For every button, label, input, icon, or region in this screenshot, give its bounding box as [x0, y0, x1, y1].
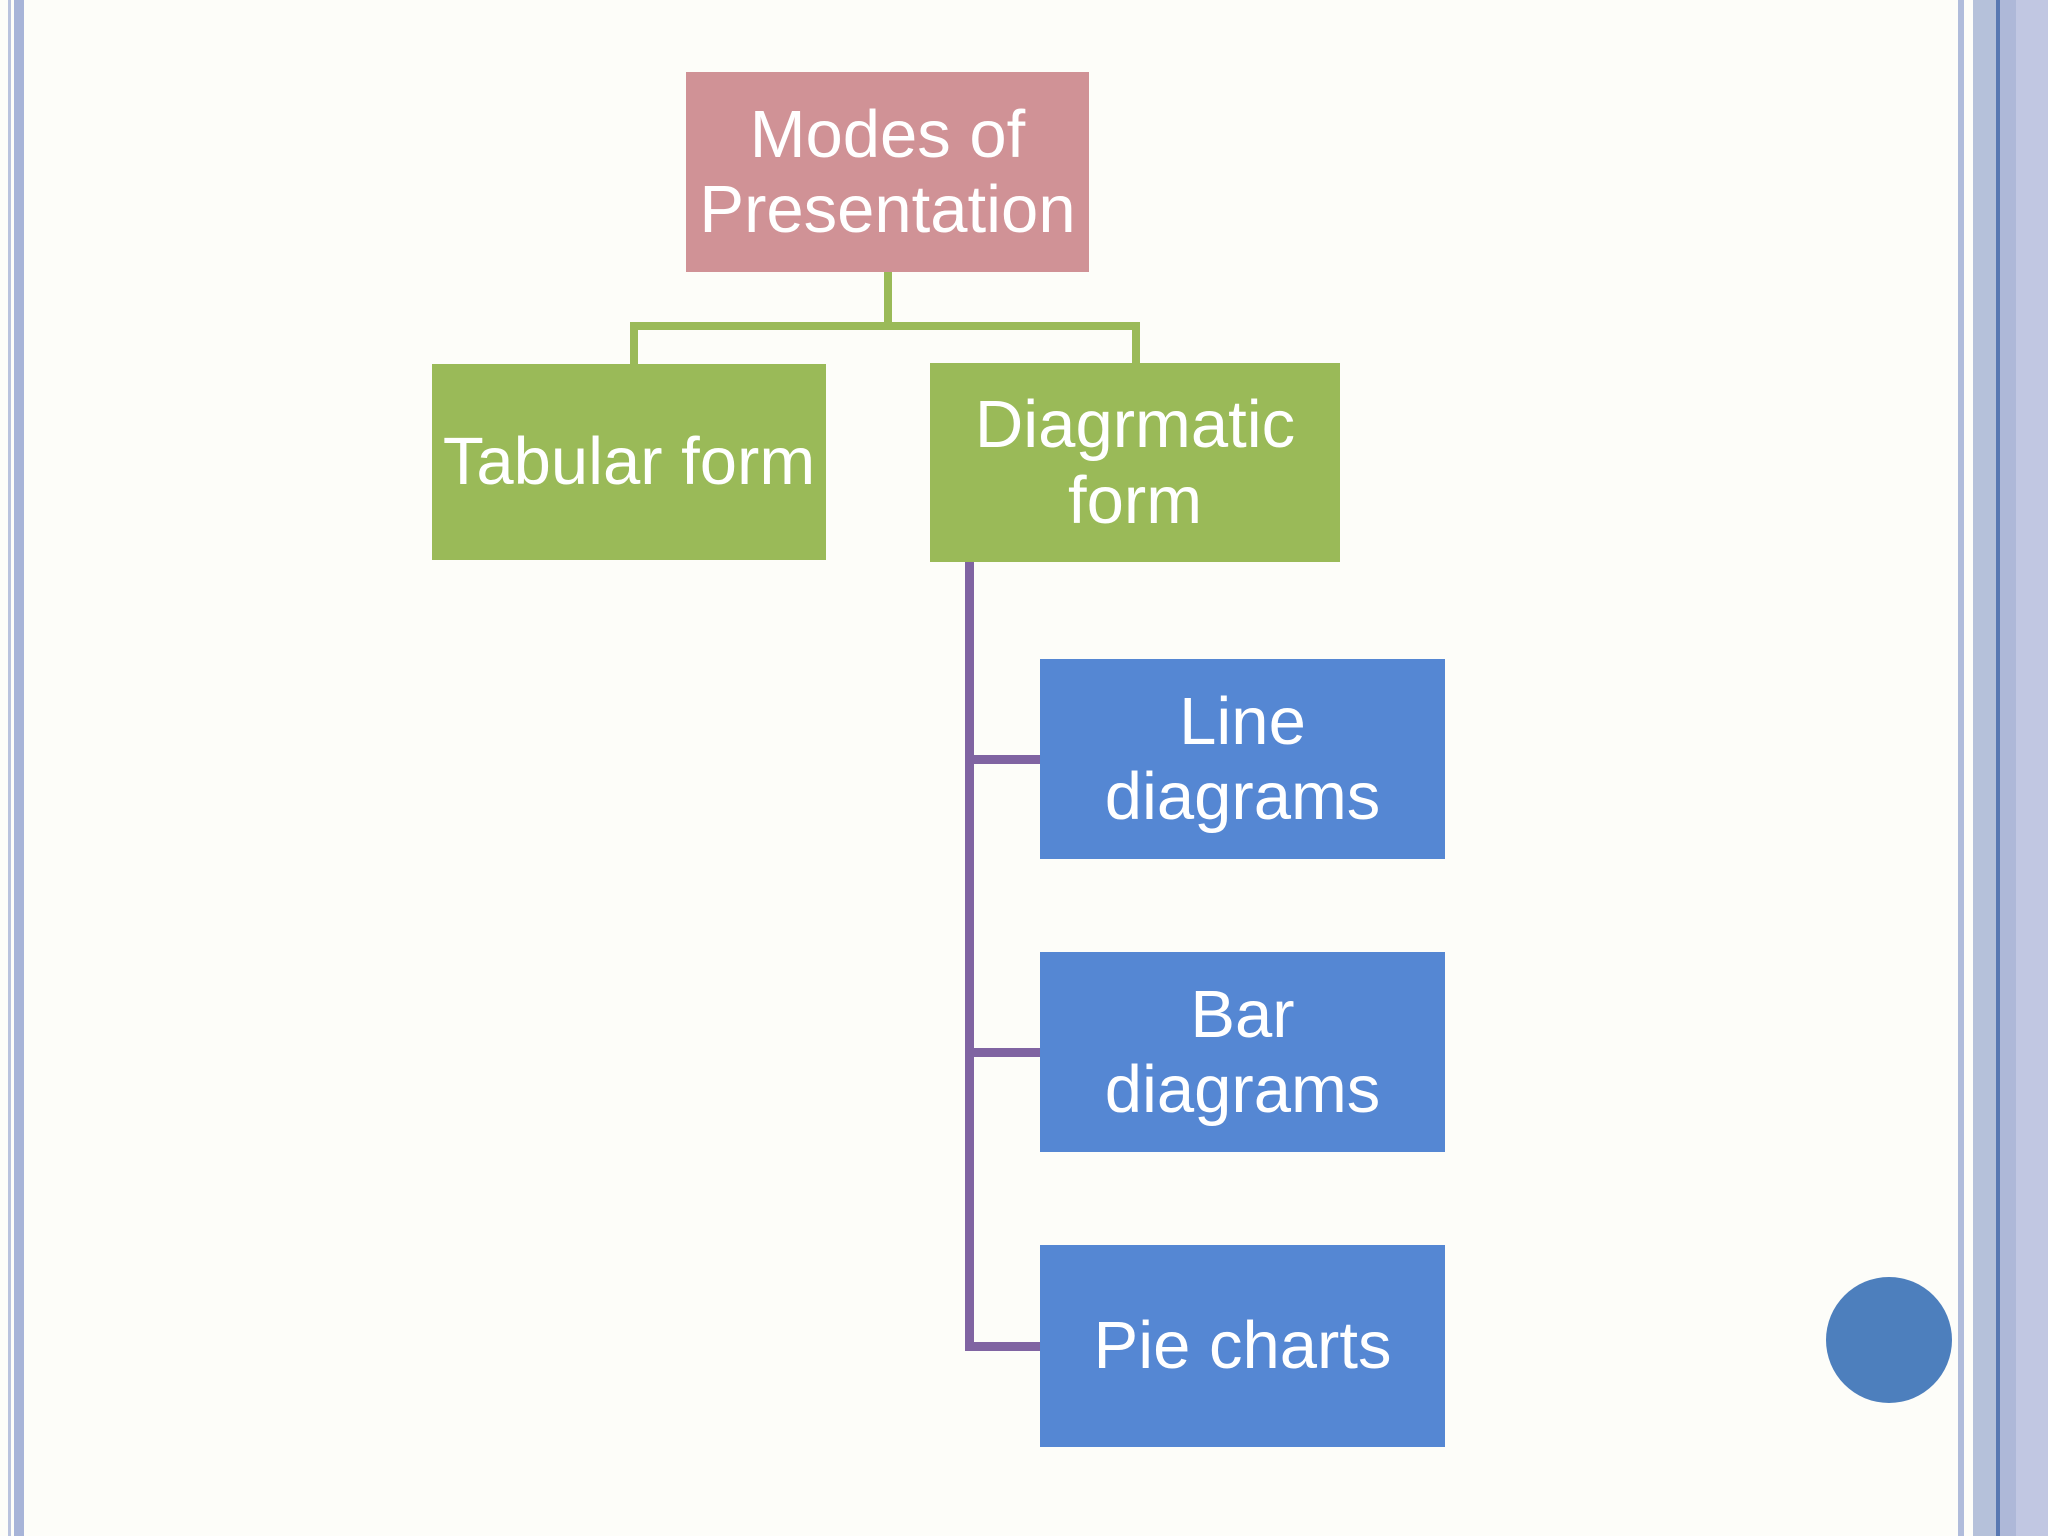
connector-root-crossbar	[630, 322, 1140, 330]
connector-drop-diagrmatic	[1132, 322, 1140, 363]
frame-left-stripe-thick	[14, 0, 24, 1536]
connector-stub-bar-diagrams	[965, 1048, 1040, 1057]
node-label-line: form	[1068, 462, 1202, 538]
node-label-line: Presentation	[699, 172, 1076, 247]
node-label-line: Pie charts	[1093, 1308, 1392, 1384]
node-label-line: Line	[1179, 683, 1306, 759]
frame-right-accent-line	[1996, 0, 2000, 1536]
node-label-line: Tabular form	[442, 424, 816, 500]
node-label-line: diagrams	[1104, 1052, 1381, 1127]
connector-stub-pie-charts	[965, 1342, 1040, 1351]
node-bar-diagrams: Bar diagrams	[1040, 952, 1445, 1152]
node-label-line: Modes of	[749, 96, 1026, 172]
node-line-diagrams: Line diagrams	[1040, 659, 1445, 859]
node-diagrmatic-form: Diagrmatic form	[930, 363, 1340, 562]
frame-left-stripe-thin	[8, 0, 11, 1536]
node-label-line: diagrams	[1104, 759, 1381, 834]
frame-right-stripe-outer	[2016, 0, 2048, 1536]
node-label-line: Diagrmatic	[974, 387, 1296, 463]
node-tabular-form: Tabular form	[432, 364, 826, 560]
connector-drop-tabular	[630, 322, 638, 364]
connector-stub-line-diagrams	[965, 755, 1040, 764]
frame-right-stripe-thin	[1958, 0, 1964, 1536]
node-modes-of-presentation: Modes of Presentation	[686, 72, 1089, 272]
frame-right-stripe-mid	[2000, 0, 2016, 1536]
decorative-circle	[1826, 1277, 1952, 1403]
connector-diagrmatic-trunk	[965, 562, 974, 1351]
node-label-line: Bar	[1190, 976, 1295, 1052]
frame-right-stripe-inner	[1973, 0, 1996, 1536]
node-pie-charts: Pie charts	[1040, 1245, 1445, 1447]
connector-root-stem	[884, 272, 892, 326]
